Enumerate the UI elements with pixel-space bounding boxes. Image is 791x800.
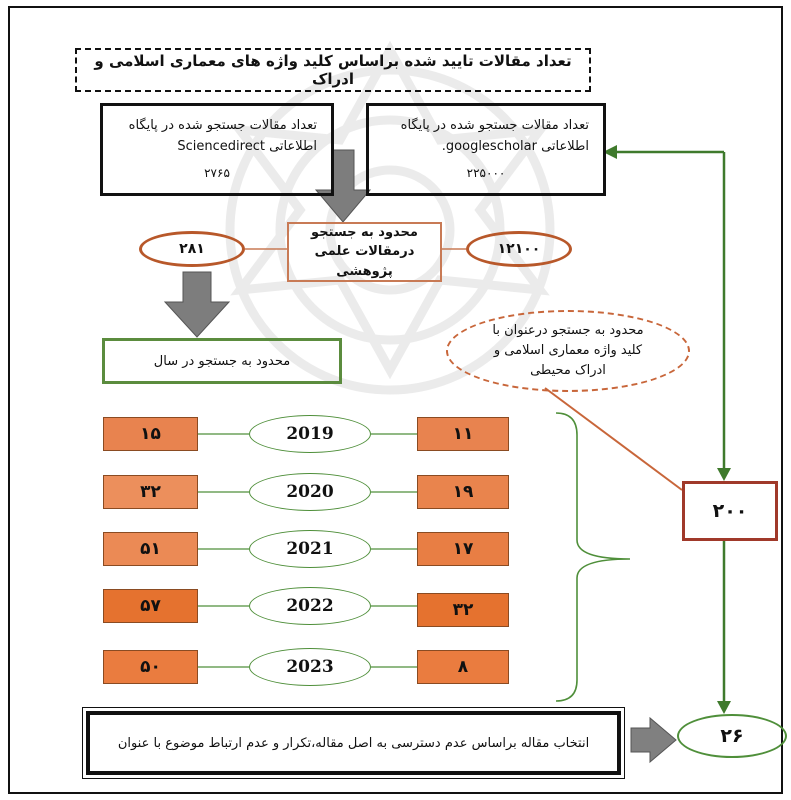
keyword-limit-line2: کلید واژه معماری اسلامی و [493,342,643,358]
year-label-2020: 2020 [286,482,334,502]
arrow-down-to-limit [314,149,372,223]
googlescholar-count-2019-value: ۱۱ [452,424,474,444]
sciencedirect-year-count-2019: ۱۵ [103,417,198,451]
googlescholar-count-2023-value: ۸ [457,657,469,677]
sciencedirect-line1: تعداد مقالات جستجو شده در پایگاه [128,118,317,134]
googlescholar-line2: اطلاعاتی googlescholar. [441,138,589,154]
googlescholar-limited-oval: ۱۲۱۰۰ [466,231,572,267]
arrow-right-to-26 [630,716,677,764]
keyword-limit-line1: محدود به جستجو درعنوان با [492,322,644,338]
sciencedirect-box: تعداد مقالات جستجو شده در پایگاه اطلاعات… [100,103,334,196]
keyword-limit-oval: محدود به جستجو درعنوان با کلید واژه معما… [446,310,690,392]
watermark-emblem [225,40,555,395]
googlescholar-year-count-2023: ۸ [417,650,509,684]
year-oval-2020: 2020 [249,473,371,511]
googlescholar-year-count-2019: ۱۱ [417,417,509,451]
googlescholar-year-count-2020: ۱۹ [417,475,509,509]
year-limit-box: محدود به جستجو در سال [102,338,342,384]
sciencedirect-year-count-2021: ۵۱ [103,532,198,566]
year-connector-lines [198,433,417,668]
sciencedirect-year-count-2020: ۳۲ [103,475,198,509]
sciencedirect-year-count-2023: ۵۰ [103,650,198,684]
googlescholar-box: تعداد مقالات جستجو شده در پایگاه اطلاعات… [366,103,606,196]
year-oval-2019: 2019 [249,415,371,453]
googlescholar-year-count-2022: ۳۲ [417,593,509,627]
year-label-2021: 2021 [286,539,334,559]
arrow-down-to-year-limit [163,271,231,338]
sciencedirect-line2: اطلاعاتی Sciencedirect [177,138,317,154]
sciencedirect-count-2021-value: ۵۱ [140,539,161,559]
keyword-count-value: ۲۰۰ [712,500,748,522]
year-limit-label: محدود به جستجو در سال [153,353,291,369]
curly-brace [555,412,631,702]
googlescholar-limited-count: ۱۲۱۰۰ [497,241,541,257]
year-oval-2023: 2023 [249,648,371,686]
diagram-frame [8,6,783,794]
final-selection-box: انتخاب مقاله براساس عدم دسترسی به اصل مق… [82,707,625,779]
year-label-2019: 2019 [286,424,334,444]
year-label-2022: 2022 [286,596,334,616]
googlescholar-count-2020-value: ۱۹ [452,482,474,502]
googlescholar-line1: تعداد مقالات جستجو شده در پایگاه [400,118,589,134]
sciencedirect-count-2020-value: ۳۲ [140,482,161,502]
sciencedirect-year-count-2022: ۵۷ [103,589,198,623]
sciencedirect-count: ۲۷۶۵ [204,165,230,180]
title-box: تعداد مقالات تایید شده براساس کلید واژه … [75,48,591,92]
googlescholar-count: ۲۲۵۰۰۰ [466,165,506,180]
keyword-count-box: ۲۰۰ [682,481,778,541]
final-selection-text: انتخاب مقاله براساس عدم دسترسی به اصل مق… [117,735,590,751]
arrowhead-to-200 [717,468,731,481]
googlescholar-count-2021-value: ۱۷ [452,539,474,559]
sciencedirect-limited-count: ۲۸۱ [179,241,205,257]
limit-scientific-line2: درمقالات علمی پژوهشی [314,244,415,279]
sciencedirect-limited-oval: ۲۸۱ [139,231,245,267]
final-count-value: ۲۶ [720,725,744,747]
limit-scientific-line1: محدود به جستجو [311,224,418,240]
year-oval-2022: 2022 [249,587,371,625]
final-count-oval: ۲۶ [677,714,787,758]
limit-scientific-box: محدود به جستجو درمقالات علمی پژوهشی [287,222,442,282]
sciencedirect-count-2022-value: ۵۷ [140,596,161,616]
sciencedirect-count-2023-value: ۵۰ [140,657,161,677]
googlescholar-year-count-2021: ۱۷ [417,532,509,566]
year-oval-2021: 2021 [249,530,371,568]
year-label-2023: 2023 [286,657,334,677]
keyword-limit-line3: ادراک محیطی [530,363,606,379]
arrowhead-to-26 [717,701,731,714]
gs-feedback-arrowhead [603,145,617,159]
sciencedirect-count-2019-value: ۱۵ [140,424,161,444]
title-text: تعداد مقالات تایید شده براساس کلید واژه … [94,52,572,88]
googlescholar-count-2022-value: ۳۲ [452,600,474,620]
connector-keyword-to-200 [544,387,683,491]
